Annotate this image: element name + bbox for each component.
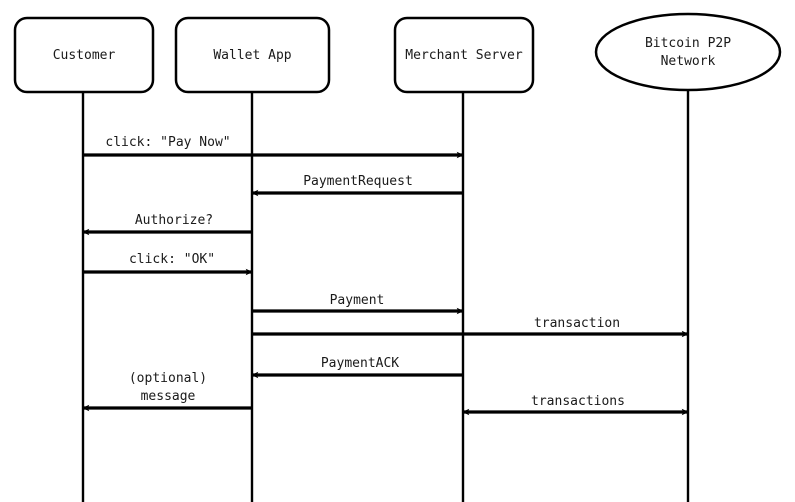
message-msg-payment-request: PaymentRequest [251,174,463,197]
participant-shape-wallet-app [174,16,331,94]
message-label-msg-payment-request: PaymentRequest [303,174,413,189]
message-label-msg-payment: Payment [330,293,385,308]
message-msg-transaction: transaction [252,316,689,338]
message-label-msg-click-pay-now: click: "Pay Now" [105,135,230,150]
message-label-msg-payment-ack: PaymentACK [321,356,399,371]
message-msg-authorize: Authorize? [82,213,252,236]
participant-customer[interactable]: Customer [13,16,155,94]
message-msg-transactions: transactions [462,394,689,416]
message-label-msg-click-ok: click: "OK" [129,252,215,267]
message-msg-payment: Payment [252,293,464,315]
message-label-msg-optional-message: (optional)message [129,371,207,404]
message-msg-optional-message: (optional)message [82,371,252,412]
participant-label-merchant-server: Merchant Server [405,48,523,63]
participant-label-wallet-app: Wallet App [213,48,291,63]
participant-shape-merchant-server [393,16,535,94]
message-label-msg-authorize: Authorize? [135,213,213,228]
participant-merchant-server[interactable]: Merchant Server [393,16,535,94]
message-msg-click-ok: click: "OK" [83,252,253,276]
participant-label-customer: Customer [53,48,116,63]
message-label-msg-transactions: transactions [531,394,625,409]
participant-shape-customer [13,16,155,94]
message-msg-payment-ack: PaymentACK [251,356,463,379]
lifelines-layer [81,90,690,502]
participants-layer: Customer Wallet App Merchant Server Bitcoin… [13,12,782,94]
message-label-msg-transaction: transaction [534,316,620,331]
message-msg-click-pay-now: click: "Pay Now" [83,135,464,159]
messages-layer: click: "Pay Now" PaymentRequestAuthorize?… [82,135,689,416]
participant-wallet-app[interactable]: Wallet App [174,16,331,94]
participant-shape-bitcoin-network [594,12,782,92]
